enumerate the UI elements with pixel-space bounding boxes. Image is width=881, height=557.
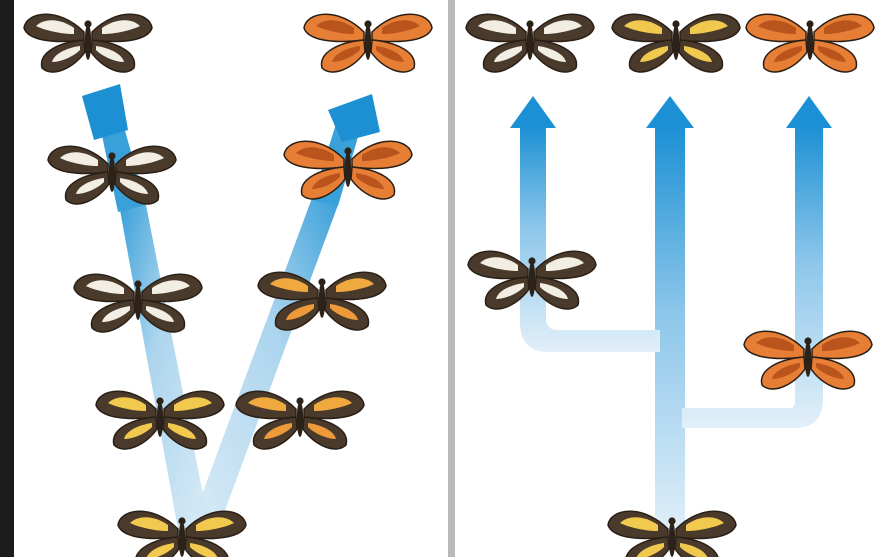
panel-divider: [448, 0, 455, 557]
